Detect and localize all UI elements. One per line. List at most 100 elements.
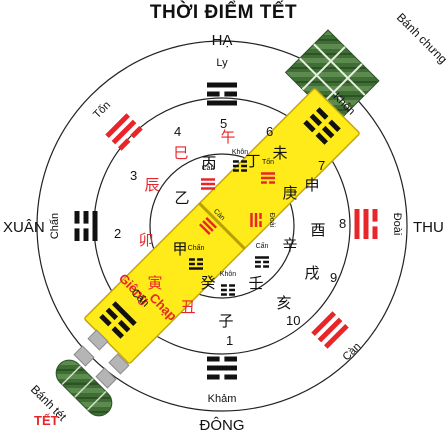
trigram-đoài: Đoài [250,213,275,228]
trigram-tốn: Tốn [261,157,275,184]
branch-char: 寅 [147,275,162,292]
trigram-line-solid [261,176,275,180]
trigram-khôn: Khôn [220,271,236,296]
outer-ring [36,40,408,412]
trigram-line-broken [105,307,119,321]
trigram-line-broken [255,265,261,268]
trigram-line-broken [263,260,269,264]
trigram-line-broken [74,228,80,241]
trigram-line-solid [254,213,258,227]
trigram-line-broken [372,209,378,222]
trigram-line-broken [74,210,80,224]
stem-char: 甲 [172,241,187,258]
trigram-line-broken [207,374,220,380]
trigram-line-broken [83,228,89,241]
branch-char: 申 [304,177,319,194]
trigram-line-solid [189,267,203,270]
band-divider [198,202,246,250]
trigram-line-broken [233,164,239,168]
trigram-line-broken [99,313,112,327]
trigram-line-broken [207,356,220,362]
trigram-line-broken [221,288,227,292]
trigram-line-broken [233,169,239,172]
number-label: 5 [220,116,227,131]
banh-tet [55,359,113,417]
branch-char: 卯 [138,232,153,249]
direction-bottom: ĐÔNG [200,417,245,434]
trigram-line-broken [229,288,235,292]
trigram-line-solid [111,119,137,145]
trigram-line-solid [323,323,349,349]
trigram-line-broken [328,119,341,133]
trigram-label: Cấn [256,241,269,250]
trigram-line-broken [229,284,235,287]
number-label: 7 [318,158,325,173]
trigram-line-broken [241,160,247,163]
trigram-line-solid [261,172,275,175]
number-label: 1 [226,333,233,348]
trigram-label: Đoài [268,213,275,228]
trigram-chấn: Chấn [188,243,205,270]
trigram-line-broken [309,113,323,127]
trigram-line-broken [255,260,261,264]
trigram-line-broken [197,262,203,266]
trigram-label: Càn [202,165,215,172]
number-label: 10 [286,313,300,328]
branch-char: 酉 [310,222,325,239]
branch-char: 子 [218,313,233,330]
tet-band [84,88,360,364]
trigram-line-broken [241,164,247,168]
banh-chung-label: Bánh chưng [394,10,447,66]
trigram-line-broken [259,221,262,228]
stem-char: 丁 [245,153,260,170]
trigram-khôn: Khôn [232,149,248,172]
trigram-label: Ly [216,57,228,69]
trigram-label: Đoài [391,213,403,236]
trigram-line-broken [117,138,131,151]
trigram-line-broken [315,132,329,145]
trigram-line-solid [202,220,214,232]
stem-char: 癸 [200,275,215,292]
trigram-line-solid [201,182,215,186]
inner-ring [149,153,295,299]
trigram-line-solid [111,301,137,327]
number-label: 6 [266,124,273,139]
trigram-khảm: Khảm [207,356,237,405]
trigram-line-solid [255,256,269,259]
trigram-line-solid [207,100,237,106]
trigram-line-broken [269,181,275,184]
stem-char: 辛 [282,237,297,254]
direction-top: HẠ [212,32,233,49]
direction-right: THU [413,219,444,236]
trigram-line-broken [259,213,262,219]
branch-char: 未 [272,145,287,162]
trigram-line-solid [205,216,218,229]
trigram-cấn: Cấn [255,241,269,268]
trigram-line-solid [311,311,337,337]
trigram-label: Khôn [220,271,236,278]
trigram-label: Càn [341,341,364,364]
trigram-line-broken [83,210,89,224]
trigram-line-broken [229,293,235,296]
trigram-line-broken [261,181,267,184]
trigram-line-broken [321,125,335,139]
trigram-line-solid [105,113,131,139]
trigram-đoài: Đoài [354,209,403,240]
trigram-line-broken [207,91,220,97]
trigram-line-solid [201,178,215,181]
trigram-line-solid [354,209,360,239]
trigram-line-broken [372,226,378,240]
trigram-line-broken [197,258,203,261]
number-label: 9 [330,270,337,285]
trigram-label: Chấn [188,243,205,252]
trigram-line-broken [224,91,237,97]
trigram-line-solid [363,209,369,239]
number-label: 2 [114,226,121,241]
trigram-line-broken [111,326,125,339]
branch-char: 午 [220,129,235,146]
number-label: 4 [174,124,181,139]
band-end-blocks [73,329,130,389]
direction-left: XUÂN [3,219,45,236]
